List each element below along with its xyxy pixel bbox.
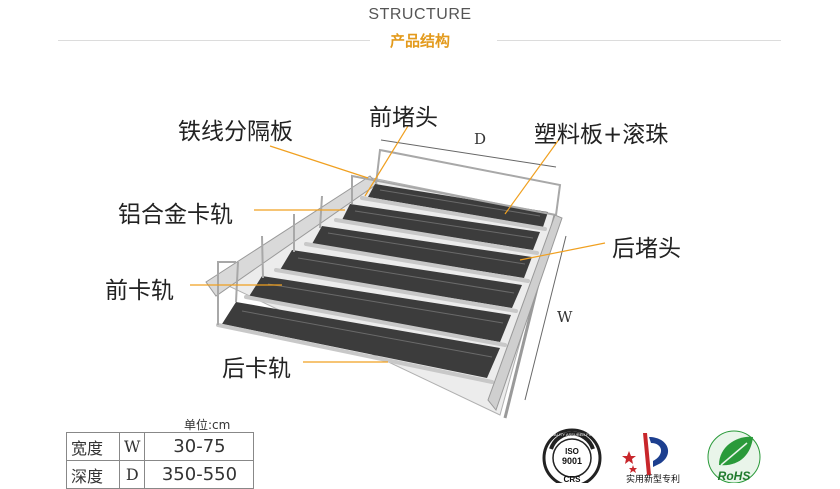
spec-value: 30-75 [144, 432, 255, 461]
label-dimension-d: D [474, 130, 487, 148]
mat-strip [222, 302, 500, 378]
mat-strip [342, 204, 540, 250]
svg-text:CRS: CRS [564, 475, 582, 483]
metal-dividers [216, 196, 547, 384]
label-front-stopper: 前堵头 [369, 105, 438, 131]
spec-name: 深度 [66, 460, 120, 489]
rear-rail-end [487, 214, 563, 412]
label-plastic-board-rollers: 塑料板+滚珠 [534, 122, 669, 148]
header-divider-right [497, 40, 781, 41]
spec-value: 350-550 [144, 460, 255, 489]
label-front-rail: 前卡轨 [105, 278, 174, 304]
spec-symbol: W [118, 432, 146, 461]
dimension-w-line [524, 235, 567, 401]
label-rear-stopper: 后堵头 [612, 236, 681, 262]
section-title: STRUCTURE [368, 6, 472, 23]
svg-text:9001: 9001 [562, 456, 582, 466]
label-wire-divider: 铁线分隔板 [178, 119, 293, 145]
table-row: 宽度 W 30-75 [66, 432, 255, 461]
mat-strip [368, 184, 548, 227]
label-rear-rail: 后卡轨 [222, 356, 291, 382]
mat-strip [248, 276, 511, 342]
roller-texture [241, 189, 541, 358]
header-divider-left [58, 40, 370, 41]
section-subtitle: 产品结构 [389, 32, 450, 50]
spec-table: 宽度 W 30-75 深度 D 350-550 [66, 432, 255, 489]
iso-9001-logo-icon: ISO 9001 CRS QUALITY ASSURED FIRM [542, 428, 602, 483]
table-row: 深度 D 350-550 [66, 460, 255, 489]
svg-text:ISO: ISO [565, 447, 579, 456]
svg-text:QUALITY ASSURED FIRM: QUALITY ASSURED FIRM [548, 432, 596, 437]
unit-label: 单位:cm [184, 418, 231, 432]
rohs-logo-icon: RoHS [707, 430, 761, 483]
wire-dividers [217, 148, 562, 325]
svg-text:RoHS: RoHS [718, 469, 751, 483]
svg-text:实用新型专利: 实用新型专利 [626, 473, 680, 483]
dimension-d-line [380, 139, 557, 168]
leader-lines [190, 125, 606, 363]
spec-name: 宽度 [66, 432, 120, 461]
label-dimension-w: W [557, 308, 573, 326]
spec-symbol: D [118, 460, 146, 489]
label-aluminum-rail: 铝合金卡轨 [118, 202, 233, 228]
patent-logo-icon: 实用新型专利 [622, 433, 680, 483]
